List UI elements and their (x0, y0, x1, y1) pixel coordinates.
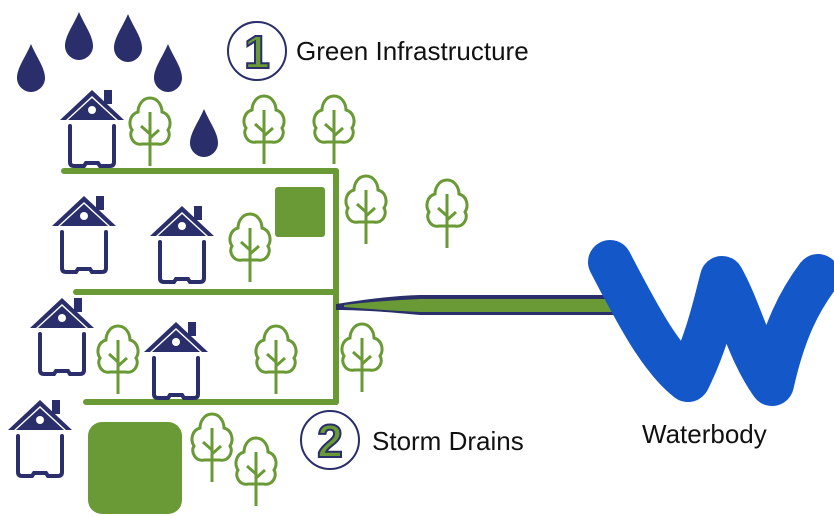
badge-2-number: 2 (317, 415, 343, 467)
tree-icon (234, 436, 278, 508)
tree-icon (228, 212, 272, 284)
tree-icon (128, 96, 172, 168)
house-icon (6, 398, 74, 478)
badge-1: 1 (227, 21, 287, 81)
tree-icon (242, 94, 286, 166)
green-roof-icon (275, 187, 325, 237)
raindrop-icon (154, 44, 182, 92)
waterbody-label: Waterbody (642, 419, 767, 449)
storm-drains-label: Storm Drains (372, 426, 524, 456)
tree-icon (425, 178, 469, 250)
house-icon (142, 320, 210, 400)
raindrop-icon (65, 12, 93, 60)
tree-icon (344, 174, 388, 246)
house-icon (50, 194, 118, 274)
house-icon (28, 296, 96, 376)
house-icon (58, 88, 126, 168)
rain-garden-icon (88, 422, 182, 514)
storm-drain-network (61, 168, 339, 405)
tree-icon (340, 322, 384, 394)
house-icon (148, 204, 216, 284)
raindrop-icon (190, 109, 218, 157)
outflow-pipe (336, 295, 627, 315)
tree-icon (312, 94, 356, 166)
green-infrastructure-label: Green Infrastructure (296, 36, 529, 66)
raindrop-icon (114, 14, 142, 62)
badge-2: 2 (300, 410, 360, 470)
waterbody-icon (588, 240, 834, 406)
raindrop-icon (17, 44, 45, 92)
badge-1-number: 1 (244, 26, 270, 78)
tree-icon (96, 324, 140, 396)
tree-icon (254, 324, 298, 396)
tree-icon (190, 412, 234, 484)
